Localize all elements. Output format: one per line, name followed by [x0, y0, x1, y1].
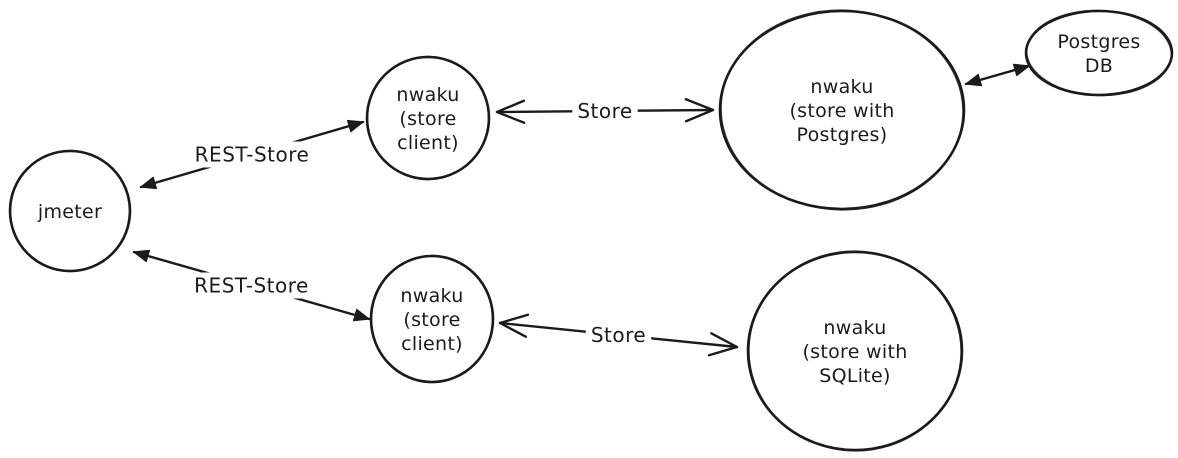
node-shape-nwaku-store-sqlite	[746, 250, 964, 452]
node-label-jmeter: jmeter	[37, 201, 102, 223]
node-shape-sketch-pass	[720, 9, 964, 211]
node-shape-sketch-pass	[370, 254, 494, 384]
edge-store-top: Store	[495, 98, 715, 124]
edge-label-store-bottom: Store	[591, 323, 646, 347]
node-shape-sketch-pass	[366, 55, 490, 181]
edge-label-rest-store-top: REST-Store	[195, 143, 310, 167]
node-shape-sketch-pass	[1025, 9, 1173, 97]
edge-store-bottom: Store	[498, 313, 739, 357]
node-shape-sketch-pass	[9, 149, 131, 273]
edge-label-mask	[189, 272, 314, 299]
node-shape-nwaku-store-postgres	[718, 9, 966, 211]
edge-rest-store-top: REST-Store	[139, 119, 365, 190]
edge-label-store-top: Store	[577, 99, 632, 123]
node-jmeter: jmeter	[8, 149, 132, 273]
edge-line-postgres-db-link	[964, 63, 1031, 87]
node-shape-sketch-pass	[748, 250, 962, 452]
edge-label-mask	[585, 322, 652, 348]
edge-label-mask	[189, 141, 315, 168]
edge-label-rest-store-bottom: REST-Store	[194, 274, 309, 298]
edge-rest-store-bottom: REST-Store	[132, 249, 371, 322]
edge-postgres-db-link	[964, 63, 1031, 87]
edge-label-mask	[572, 98, 638, 124]
